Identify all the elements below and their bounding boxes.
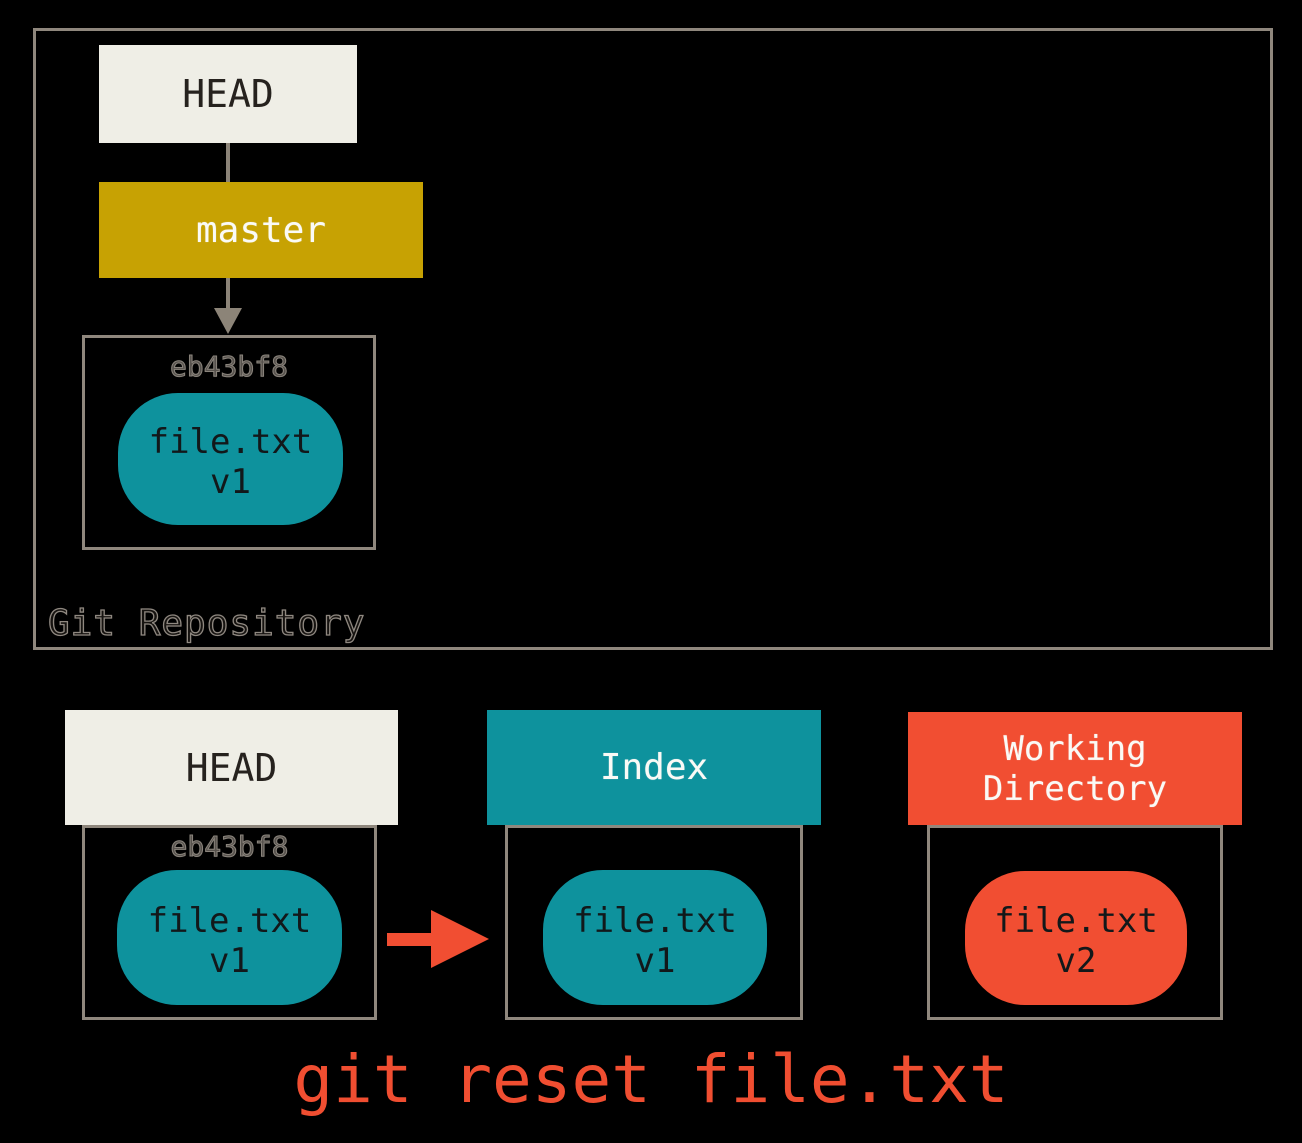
commit-file-blob: file.txt v1 bbox=[118, 393, 343, 525]
head-to-master-connector bbox=[226, 143, 230, 182]
index-column-header: Index bbox=[487, 710, 821, 825]
right-arrow-icon bbox=[431, 910, 489, 968]
index-column-box bbox=[505, 825, 803, 1020]
file-name: file.txt bbox=[147, 900, 312, 941]
commit-hash-label: eb43bf8 bbox=[169, 350, 288, 384]
working-directory-label-line2: Directory bbox=[982, 768, 1168, 809]
file-name: file.txt bbox=[994, 901, 1158, 941]
head-column-header: HEAD bbox=[65, 710, 398, 825]
index-column-label: Index bbox=[599, 747, 709, 788]
file-name: file.txt bbox=[148, 422, 313, 462]
head-column-box bbox=[82, 825, 377, 1020]
working-directory-header: Working Directory bbox=[908, 712, 1242, 825]
head-commit-hash-label: eb43bf8 bbox=[170, 830, 289, 864]
head-ref-box: HEAD bbox=[99, 45, 357, 143]
head-ref-label: HEAD bbox=[182, 72, 274, 116]
master-branch-label: master bbox=[195, 209, 327, 251]
file-version: v1 bbox=[209, 940, 250, 981]
working-directory-label-line1: Working bbox=[1003, 728, 1147, 769]
file-version: v1 bbox=[634, 940, 676, 981]
head-file-blob: file.txt v1 bbox=[117, 870, 342, 1005]
head-column-label: HEAD bbox=[185, 745, 278, 790]
git-repository-box bbox=[33, 28, 1273, 650]
working-directory-file-blob: file.txt v2 bbox=[965, 871, 1187, 1005]
master-to-commit-arrow-line bbox=[226, 278, 230, 310]
commit-box bbox=[82, 335, 376, 550]
working-directory-box bbox=[927, 825, 1223, 1020]
head-to-index-arrow-tail bbox=[387, 933, 433, 946]
down-arrow-icon bbox=[214, 308, 242, 334]
file-name: file.txt bbox=[573, 900, 737, 941]
index-file-blob: file.txt v1 bbox=[543, 870, 767, 1005]
master-branch-box: master bbox=[99, 182, 423, 278]
file-version: v2 bbox=[1055, 941, 1097, 981]
git-repository-label: Git Repository bbox=[47, 602, 366, 644]
file-version: v1 bbox=[210, 462, 251, 502]
command-caption: git reset file.txt bbox=[293, 1041, 1009, 1118]
